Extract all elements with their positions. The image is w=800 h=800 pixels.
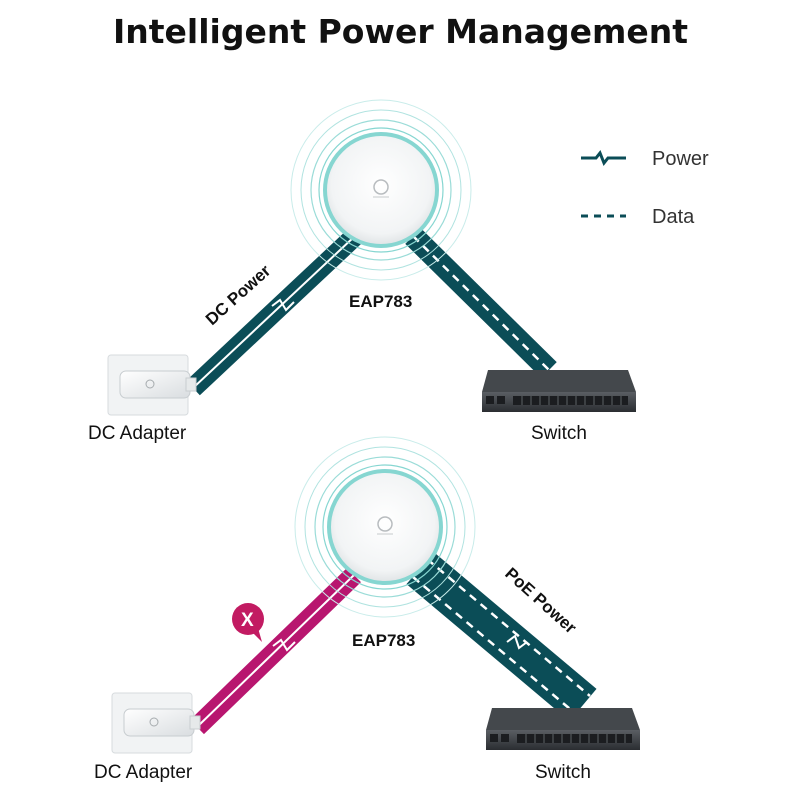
adapter-label: DC Adapter [88, 423, 187, 444]
data-cable [405, 228, 557, 378]
legend-data-label: Data [652, 206, 695, 228]
access-point [290, 99, 472, 281]
page-title: Intelligent Power Management [113, 12, 689, 51]
dc-adapter [107, 354, 197, 416]
dc-adapter [111, 692, 201, 754]
legend-power-label: Power [652, 148, 709, 170]
legend: Power Data [581, 148, 709, 228]
ap-label: EAP783 [352, 631, 415, 650]
dc-power-cable [186, 228, 362, 396]
disabled-x-badge: X [232, 603, 264, 642]
switch-label: Switch [535, 762, 591, 783]
switch-label: Switch [531, 423, 587, 444]
switch [482, 370, 636, 412]
adapter-label: DC Adapter [94, 762, 193, 783]
bottom-diagram: EAP783 PoE Power X DC Adapter [94, 436, 640, 783]
switch [486, 708, 640, 750]
legend-power-icon [581, 150, 626, 166]
disabled-x-mark: X [241, 610, 254, 631]
dc-power-cable-disabled [190, 567, 361, 735]
poe-power-cable [406, 551, 597, 722]
top-diagram: EAP783 DC Power DC Adapter [88, 99, 636, 444]
access-point [294, 436, 476, 618]
ap-label: EAP783 [349, 292, 412, 311]
